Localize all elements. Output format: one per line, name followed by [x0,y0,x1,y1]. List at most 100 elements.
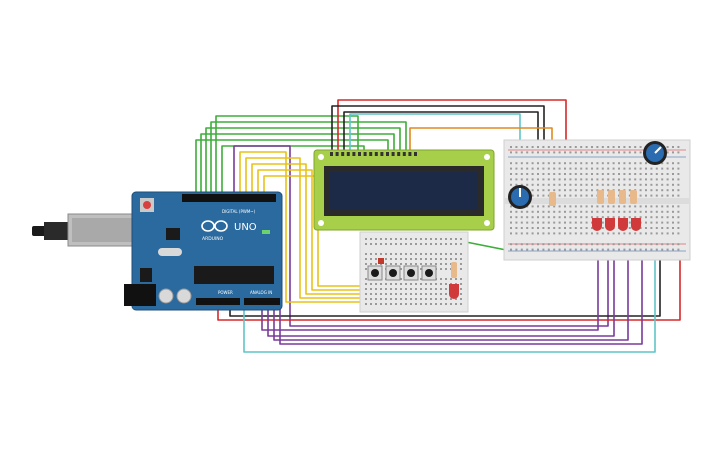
breadboard-hole [601,205,604,208]
breadboard-hole [574,216,577,219]
breadboard-hole [365,253,367,255]
breadboard-hole [672,194,674,197]
breadboard-hole [569,183,572,186]
breadboard-hole [510,146,512,148]
wire-green-1 [195,139,389,196]
breadboard-hole [385,263,387,265]
breadboard-hole [445,283,447,285]
breadboard-hole [455,298,457,300]
breadboard-hole [580,221,583,224]
led-red-small [449,284,459,299]
breadboard-hole [591,248,593,251]
breadboard-hole [390,298,392,300]
breadboard-hole [655,248,658,251]
breadboard-hole [547,221,550,224]
breadboard-hole [537,146,539,148]
breadboard-hole [460,293,462,295]
breadboard-hole [420,278,422,280]
breadboard-hole [547,248,550,251]
breadboard-hole [677,178,680,181]
breadboard-hole [574,183,577,186]
breadboard-hole [618,173,620,175]
breadboard-hole [661,194,664,197]
breadboard-hole [415,303,417,305]
breadboard-hole [558,173,561,175]
wire-red-top [337,99,567,155]
breadboard-hole [537,173,539,175]
breadboard-hole [553,189,556,192]
breadboard-hole [537,248,539,251]
breadboard-hole [612,216,615,219]
regulator [140,268,152,282]
breadboard-hole [520,146,523,148]
breadboard-hole [425,303,427,305]
breadboard-hole [564,210,566,213]
breadboard-hole [526,227,529,229]
breadboard-hole [531,205,534,208]
breadboard-hole [405,258,407,260]
breadboard-hole [661,210,664,213]
breadboard-hole [450,238,452,240]
breadboard-hole [677,183,680,186]
breadboard-hole [628,205,631,208]
breadboard-hole [425,283,427,285]
breadboard-hole [639,205,642,208]
breadboard-hole [365,303,367,305]
breadboard-hole [515,243,518,246]
breadboard-hole [510,248,512,251]
breadboard-hole [623,205,626,208]
breadboard-hole [395,303,397,305]
breadboard-hole [628,167,631,170]
lcd-pin [402,152,406,156]
breadboard-hole [450,298,452,300]
breadboard-hole [558,162,561,165]
breadboard-hole [558,227,561,229]
breadboard-hole [547,227,550,229]
breadboard-hole [661,227,664,229]
breadboard-hole [650,194,653,197]
breadboard-hole [672,205,674,208]
breadboard-hole [639,227,642,229]
breadboard-hole [655,194,658,197]
breadboard-hole [601,216,604,219]
breadboard-hole [542,173,545,175]
breadboard-hole [677,216,680,219]
breadboard-hole [553,210,556,213]
breadboard-hole [410,288,412,290]
lcd-pins [330,152,417,156]
breadboard-hole [455,238,457,240]
breadboard-hole [585,183,588,186]
breadboard-hole [655,173,658,175]
breadboard-hole [601,210,604,213]
breadboard-hole [547,232,550,235]
breadboard-hole [639,248,642,251]
breadboard-hole [380,288,382,290]
breadboard-hole [520,232,523,235]
wire-purple-3 [273,230,629,341]
breadboard-hole [390,263,392,265]
capacitor-2 [176,288,192,304]
wire-green-4 [210,121,407,196]
power-header-label: POWER [218,290,233,295]
breadboard-hole [574,146,577,148]
breadboard-hole [440,293,442,295]
breadboard-hole [666,173,669,175]
breadboard-hole [445,253,447,255]
breadboard-hole [607,162,610,165]
breadboard-hole [537,227,539,229]
breadboard-hole [395,263,397,265]
breadboard-hole [639,162,642,165]
breadboard-hole [390,283,392,285]
breadboard-hole [385,243,387,245]
breadboard-hole [574,248,577,251]
breadboard-hole [585,194,588,197]
breadboard-hole [672,189,674,192]
breadboard-hole [553,151,556,154]
breadboard-hole [612,146,615,148]
breadboard-hole [623,248,626,251]
breadboard-hole [574,243,577,246]
breadboard-hole [677,194,680,197]
potentiometer-2 [643,141,667,165]
breadboard-hole [596,146,599,148]
wire-purple-4 [279,230,643,345]
